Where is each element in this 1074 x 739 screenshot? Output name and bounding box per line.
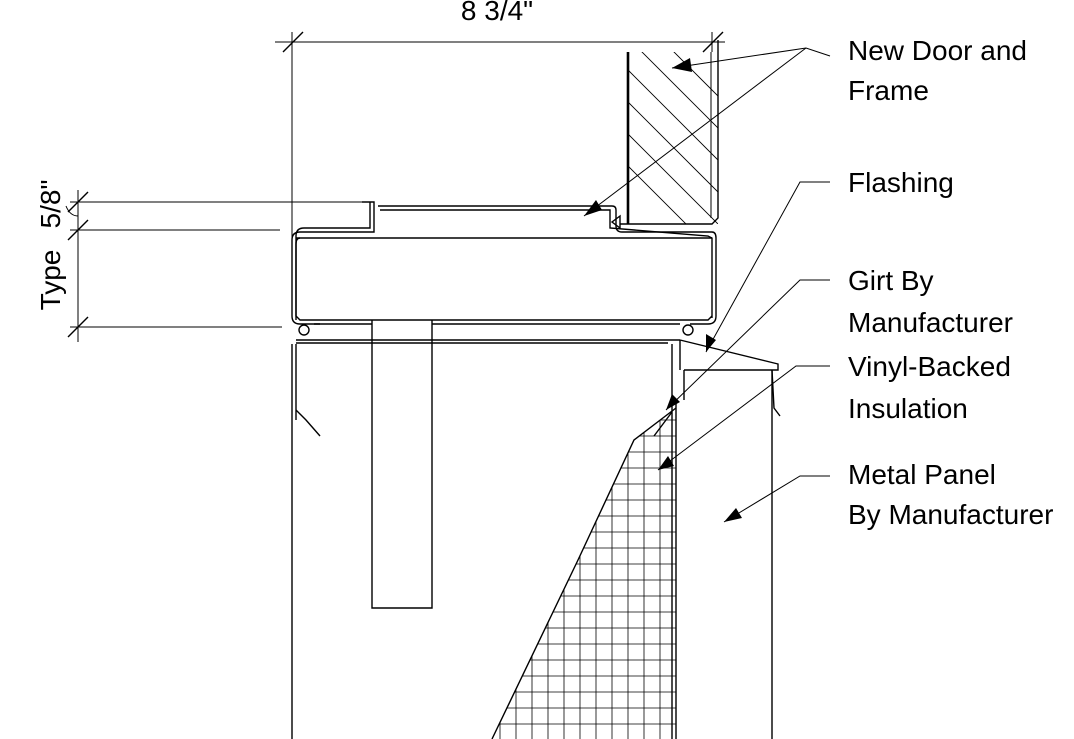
callout-girt-line-1: Girt By (848, 265, 934, 296)
callout-girt-line-2: Manufacturer (848, 307, 1013, 338)
leader-arrowhead (724, 508, 742, 522)
left-dimension: 5/8" Type (35, 180, 362, 342)
door-frame-section (620, 40, 719, 225)
callout-flashing-line-1: Flashing (848, 167, 954, 198)
callout-metal-panel-line-2: By Manufacturer (848, 499, 1053, 530)
leader-lines (583, 47, 831, 523)
frame-depth-label: Type (35, 250, 66, 311)
leader-arrowhead (584, 200, 602, 216)
leader-arrowhead (658, 456, 674, 470)
callout-insulation-line-1: Vinyl-Backed (848, 351, 1011, 382)
dimension-tick (282, 31, 304, 53)
callout-metal-panel-line-1: Metal Panel (848, 459, 996, 490)
dimension-tick (67, 219, 89, 241)
callout-insulation-line-2: Insulation (848, 393, 968, 424)
leader-arrowhead (666, 394, 680, 410)
sill-flashing (296, 339, 781, 417)
callout-metal-panel: Metal Panel By Manufacturer (848, 459, 1053, 530)
callout-insulation: Vinyl-Backed Insulation (848, 351, 1011, 424)
callout-door-frame-line-2: Frame (848, 75, 929, 106)
callout-door-frame-line-1: New Door and (848, 35, 1027, 66)
insulation-pattern (491, 407, 677, 739)
leader-arrowhead (672, 58, 692, 72)
callout-girt: Girt By Manufacturer (848, 265, 1013, 338)
callout-flashing: Flashing (848, 167, 954, 198)
leader-arrowhead (706, 334, 716, 352)
overall-width-label: 8 3/4" (461, 0, 533, 26)
girt-member (371, 320, 433, 609)
head-profile (291, 201, 717, 336)
flashing-offset-label: 5/8" (35, 180, 66, 229)
callout-door-frame: New Door and Frame (848, 35, 1027, 106)
overall-width-dimension: 8 3/4" (275, 0, 725, 300)
dimension-tick (67, 191, 89, 213)
dimension-tick (702, 31, 724, 53)
dimension-tick (67, 316, 89, 338)
